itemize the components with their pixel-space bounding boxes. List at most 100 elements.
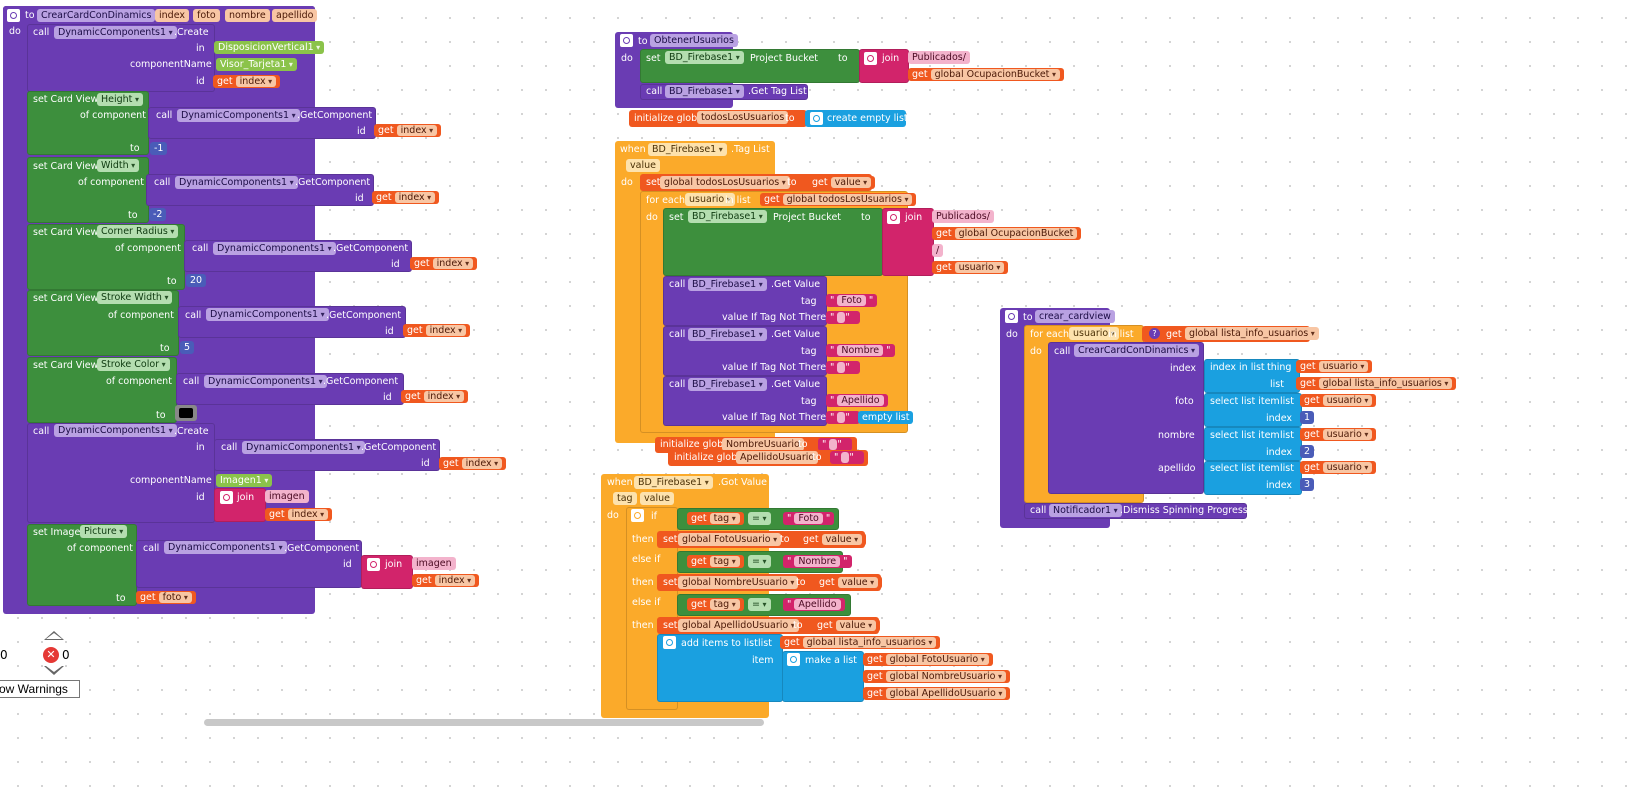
mutator-gear-icon[interactable] [1005,310,1018,323]
mutator-gear-icon[interactable] [787,653,800,666]
index-in-list-block[interactable] [1204,359,1300,393]
var-global[interactable]: global NombreUsuario [885,671,1007,682]
param-index[interactable]: index [155,9,189,22]
firebase-dropdown[interactable]: BD_Firebase1 [634,476,713,489]
component-name-dropdown[interactable]: Visor_Tarjeta1 [216,58,297,71]
empty-text-block[interactable]: " " [830,451,864,464]
dynamic-components-dropdown[interactable]: DynamicComponents1 [177,109,300,122]
var-usuario[interactable]: usuario [954,262,1005,273]
procedure-name[interactable]: ObtenerUsuarios [650,34,738,47]
firebase-dropdown[interactable]: BD_Firebase1 [665,51,744,64]
get-index-block[interactable]: get index [401,390,469,403]
loop-var[interactable]: usuario [685,193,735,206]
create-empty-list-block[interactable] [805,110,906,127]
get-index-block[interactable]: get index [439,457,507,470]
get-global-nombre-block[interactable]: get global NombreUsuario [863,670,1011,683]
var-foto[interactable]: foto [158,592,192,603]
get-index-block[interactable]: get index [213,75,281,88]
text-literal[interactable]: Apellido [837,395,884,406]
var-tag[interactable]: tag [709,599,740,610]
event-param[interactable]: value [640,492,674,505]
var-global[interactable]: global FotoUsuario [678,533,782,546]
text-literal[interactable]: Foto [794,513,823,524]
get-usuario-block[interactable]: get usuario [1300,428,1377,441]
compare-operator[interactable]: = [748,598,771,611]
property-dropdown[interactable]: Height [97,93,143,106]
text-literal[interactable]: Nombre [794,556,841,567]
text-literal-block[interactable]: " Nombre " [783,555,852,568]
var-value[interactable]: value [821,534,863,545]
empty-text[interactable] [837,312,846,323]
get-foto-block[interactable]: get foto [136,591,196,604]
var-tag[interactable]: tag [709,513,740,524]
firebase-dropdown[interactable]: BD_Firebase1 [688,210,767,223]
number-value[interactable]: 5 [180,341,195,354]
show-warnings-button[interactable]: ow Warnings [0,680,80,698]
notifier-dropdown[interactable]: Notificador1 [1049,504,1122,517]
component-name-dropdown[interactable]: Imagen1 [216,474,273,487]
empty-text[interactable] [837,412,846,423]
property-dropdown[interactable]: Corner Radius [97,225,179,238]
text-literal-block[interactable]: " Nombre " [826,344,895,357]
var-value[interactable]: value [835,620,877,631]
compare-operator[interactable]: = [748,512,771,525]
get-global-lista-block[interactable]: get global lista_info_usuarios [780,636,941,649]
var-value[interactable]: value [830,177,872,188]
property-dropdown[interactable]: Picture [80,525,128,538]
text-literal[interactable]: Foto [837,295,866,306]
event-param[interactable]: value [626,159,660,172]
create-component-block[interactable] [27,423,215,523]
select-list-item-block[interactable] [1204,393,1302,427]
text-literal[interactable]: Apellido [794,599,841,610]
global-name[interactable]: todosLosUsuarios [697,111,789,124]
var-index[interactable]: index [425,325,467,336]
firebase-dropdown[interactable]: BD_Firebase1 [688,328,767,341]
var-global-bucket[interactable]: global OcupacionBucket [954,228,1078,239]
firebase-dropdown[interactable]: BD_Firebase1 [648,143,727,156]
get-usuario-block[interactable]: get usuario [932,261,1009,274]
var-usuario[interactable]: usuario [1322,395,1373,406]
empty-text-block[interactable]: " " [826,411,860,424]
event-param[interactable]: tag [613,492,637,505]
text-literal[interactable]: / [932,244,944,257]
container-dropdown[interactable]: DisposicionVertical1 [214,41,325,54]
dynamic-components-dropdown[interactable]: DynamicComponents1 [213,242,336,255]
var-usuario[interactable]: usuario [1318,361,1369,372]
var-index[interactable]: index [432,258,474,269]
text-literal-block[interactable]: " Foto " [783,512,835,525]
param-nombre[interactable]: nombre [225,9,270,22]
var-usuario[interactable]: usuario [1322,462,1373,473]
procedure-dropdown[interactable]: CrearCardConDinamics [1074,344,1200,357]
get-index-block[interactable]: get index [403,324,471,337]
var-global[interactable]: global NombreUsuario [678,576,799,589]
get-value-block[interactable]: get value [815,576,883,589]
color-black-swatch[interactable] [175,405,197,421]
var-index[interactable]: index [235,76,277,87]
empty-text-block[interactable]: " " [826,311,860,324]
text-literal-block[interactable]: " Foto " [826,294,878,307]
dynamic-components-dropdown[interactable]: DynamicComponents1 [175,176,298,189]
mutator-gear-icon[interactable] [367,558,380,571]
mutator-gear-icon[interactable] [631,509,644,522]
text-literal[interactable]: Publicados/ [908,51,970,64]
var-index[interactable]: index [461,458,503,469]
empty-text[interactable] [837,362,846,373]
procedure-name[interactable]: crear_cardview [1035,310,1115,323]
property-dropdown[interactable]: Stroke Width [97,291,173,304]
add-items-to-list-block[interactable] [657,634,783,702]
get-usuario-block[interactable]: get usuario [1300,394,1377,407]
param-apellido[interactable]: apellido [272,9,318,22]
property-dropdown[interactable]: Width [97,159,140,172]
number-value[interactable]: 3 [1300,478,1315,491]
mutator-gear-icon[interactable] [620,34,633,47]
var-global-lista[interactable]: global lista_info_usuarios [802,637,937,648]
text-literal[interactable]: Publicados/ [932,210,994,223]
get-value-block[interactable]: get value [808,176,876,189]
var-global-lista[interactable]: global lista_info_usuarios [1185,327,1319,340]
var-global-todos[interactable]: global todosLosUsuarios [660,176,790,189]
get-global-foto-block[interactable]: get global FotoUsuario [863,653,993,666]
get-value-block[interactable]: get value [799,533,867,546]
text-literal[interactable]: Nombre [837,345,884,356]
text-literal[interactable]: imagen [265,490,309,503]
